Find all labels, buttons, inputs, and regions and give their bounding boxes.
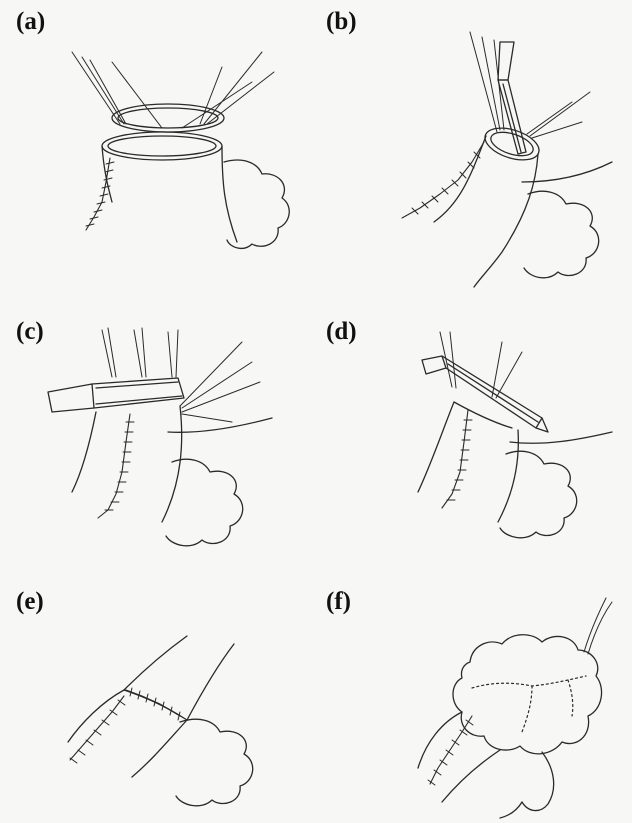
- panel-b: (b): [322, 12, 622, 292]
- panel-d-drawing: [322, 322, 622, 552]
- panel-c-drawing: [12, 322, 312, 552]
- panel-a: (a): [12, 12, 312, 282]
- panel-b-drawing: [322, 12, 622, 292]
- panel-c: (c): [12, 322, 312, 552]
- panel-f-drawing: [322, 592, 622, 820]
- panel-f: (f): [322, 592, 622, 820]
- panel-e-drawing: [12, 592, 312, 820]
- panel-a-drawing: [12, 12, 312, 282]
- panel-d: (d): [322, 322, 622, 552]
- panel-e: (e): [12, 592, 312, 820]
